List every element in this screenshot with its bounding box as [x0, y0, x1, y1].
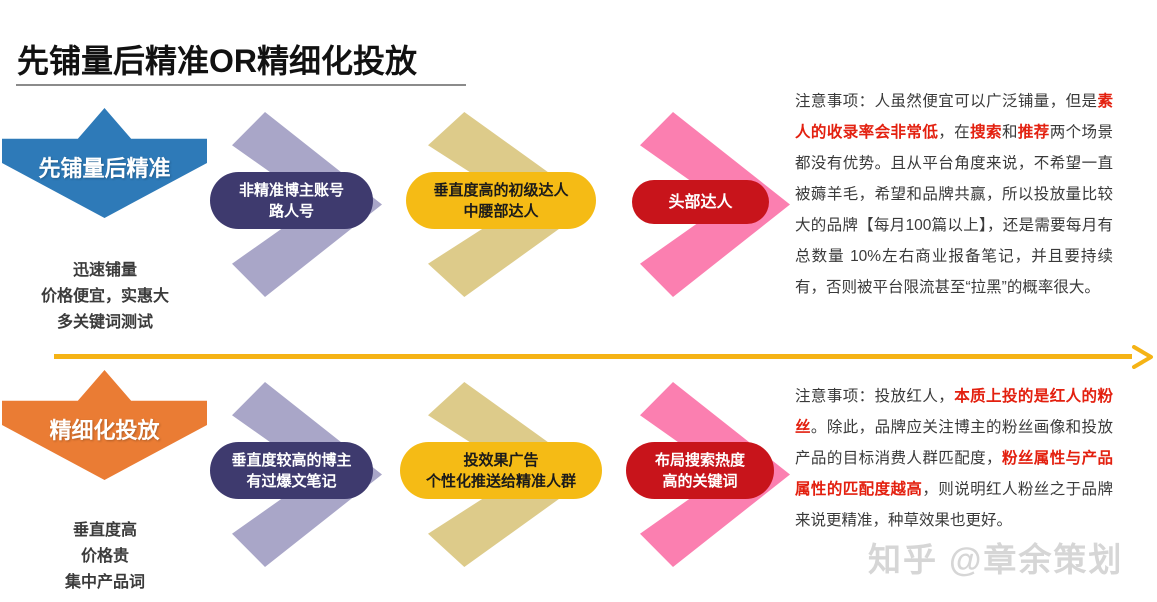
- banner-label: 先铺量后精准: [38, 156, 171, 181]
- step-chevron-r2-3[interactable]: 布局搜索热度 高的关键词: [626, 382, 790, 567]
- step-pill-r2-1[interactable]: 垂直度较高的博主 有过爆文笔记: [210, 442, 373, 499]
- caption-second-strategy: 垂直度高 价格贵 集中产品词: [0, 518, 210, 596]
- body-text: 和: [1001, 124, 1018, 141]
- pill-line: 垂直度较高的博主: [231, 451, 352, 469]
- step-pill-r1-3[interactable]: 头部达人: [632, 180, 769, 224]
- step-chevron-r2-1[interactable]: 垂直度较高的博主 有过爆文笔记: [210, 382, 382, 567]
- step-pill-r1-2[interactable]: 垂直度高的初级达人 中腰部达人: [406, 172, 596, 229]
- body-text: 注意事项：投放红人，: [795, 388, 955, 405]
- arrow-shaft: [54, 354, 1132, 359]
- body-text: 两个场景都没有优势。且从平台角度来说，不希望一直被薅羊毛，希望和品牌共赢，所以投…: [795, 124, 1113, 296]
- step-pill-r2-2[interactable]: 投效果广告 个性化推送给精准人群: [400, 442, 602, 499]
- step-chevron-r2-2[interactable]: 投效果广告 个性化推送给精准人群: [400, 382, 602, 567]
- pill-line: 非精准博主账号: [238, 181, 344, 199]
- body-text: 。除此，品牌应关注博主的粉丝画像和投放产品的目标消费人群匹配度，: [795, 419, 1113, 467]
- highlighted-text: 推荐: [1017, 124, 1050, 141]
- step-pill-r1-1[interactable]: 非精准博主账号 路人号: [210, 172, 373, 229]
- watermark: 知乎 @章余策划: [868, 541, 1124, 578]
- note-panel-top: 注意事项：人虽然便宜可以广泛铺量，但是素人的收录率会非常低，在搜索和推荐两个场景…: [795, 86, 1113, 303]
- step-chevron-r1-2[interactable]: 垂直度高的初级达人 中腰部达人: [406, 112, 596, 297]
- caption-line: 价格贵: [80, 548, 129, 565]
- pill-line: 高的关键词: [662, 472, 738, 490]
- pill-line: 有过爆文笔记: [246, 472, 337, 490]
- banner-first-strategy[interactable]: 先铺量后精准: [2, 108, 207, 218]
- note-panel-bottom: 注意事项：投放红人，本质上投的是红人的粉丝。除此，品牌应关注博主的粉丝画像和投放…: [795, 381, 1113, 536]
- step-chevron-r1-1[interactable]: 非精准博主账号 路人号: [210, 112, 382, 297]
- body-text: ，则说明红人粉丝之于品牌来说更精准，种草效果也更好。: [795, 481, 1113, 529]
- highlighted-text: 本质上投的是红人的粉丝: [795, 388, 1113, 436]
- caption-line: 垂直度高: [72, 522, 137, 539]
- pill-line: 投效果广告: [463, 451, 539, 469]
- highlighted-text: 搜索: [970, 124, 1002, 141]
- body-text: ，在: [938, 124, 971, 141]
- caption-line: 价格便宜，实惠大: [40, 288, 169, 305]
- pill-line: 中腰部达人: [463, 202, 539, 220]
- pill-line: 垂直度高的初级达人: [433, 181, 569, 199]
- pill-line: 路人号: [268, 202, 314, 220]
- pill-line: 头部达人: [668, 193, 733, 211]
- step-pill-r2-3[interactable]: 布局搜索热度 高的关键词: [626, 442, 774, 499]
- arrow-head-icon: [1130, 345, 1154, 369]
- highlighted-text: 粉丝属性与产品属性的匹配度越高: [795, 450, 1113, 498]
- caption-line: 集中产品词: [64, 574, 145, 591]
- banner-label: 精细化投放: [49, 418, 160, 443]
- pill-line: 布局搜索热度: [654, 451, 745, 469]
- body-text: 注意事项：人虽然便宜可以广泛铺量，但是: [795, 93, 1098, 110]
- caption-line: 迅速铺量: [72, 262, 137, 279]
- step-chevron-r1-3[interactable]: 头部达人: [632, 112, 790, 297]
- caption-first-strategy: 迅速铺量 价格便宜，实惠大 多关键词测试: [0, 258, 210, 336]
- progression-arrow: [54, 345, 1154, 369]
- banner-second-strategy[interactable]: 精细化投放: [2, 370, 207, 480]
- page-title: 先铺量后精准OR精细化投放: [17, 43, 418, 79]
- title-underline: [16, 84, 466, 86]
- pill-line: 个性化推送给精准人群: [425, 472, 576, 490]
- caption-line: 多关键词测试: [56, 314, 153, 331]
- highlighted-text: 素人的收录率会非常低: [795, 93, 1113, 141]
